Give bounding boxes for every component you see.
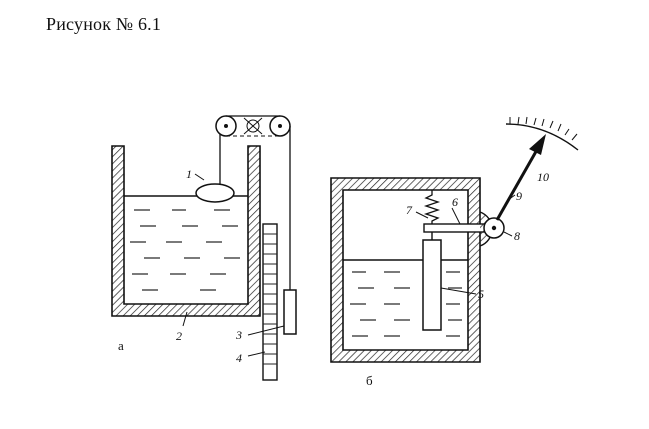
scale-a (262, 223, 278, 381)
liquid-b (350, 271, 462, 337)
indicator-arrow-head (529, 134, 546, 155)
leader-8 (503, 231, 513, 237)
leader-7 (415, 211, 429, 219)
indicator-arrow-shaft (495, 147, 540, 221)
label-arrow-b: 9 (516, 189, 522, 203)
label-scale-a: 4 (236, 351, 242, 365)
leader-3 (247, 325, 285, 336)
label-pivot-b: 8 (514, 229, 520, 243)
panel-b: 5 6 7 8 9 10 б (330, 116, 579, 388)
leader-9 (507, 194, 516, 201)
sublabel-b: б (366, 373, 373, 388)
label-pointer-a: 3 (235, 328, 242, 342)
panel-a: 1 2 3 4 а (111, 115, 297, 381)
spring-b (423, 190, 441, 226)
liquid-a (130, 209, 240, 291)
label-rod-b: 6 (452, 195, 458, 209)
figure-caption: Рисунок № 6.1 (46, 14, 162, 34)
pulley-frame (243, 117, 263, 135)
label-float-a: 1 (186, 167, 192, 181)
leader-1 (194, 173, 205, 181)
tank-a-walls (111, 145, 261, 317)
arc-scale-ticks (509, 116, 578, 141)
displacer-b (422, 239, 442, 331)
pulley-left-axle (224, 124, 228, 128)
label-float-b: 5 (478, 287, 484, 301)
leader-5 (440, 287, 477, 295)
sublabel-a: а (118, 338, 124, 353)
pulley-right-axle (278, 124, 282, 128)
tank-b-walls (330, 177, 481, 363)
float-a (195, 183, 235, 203)
counterweight-pointer (283, 289, 297, 335)
label-scale-b: 10 (537, 170, 549, 184)
scale-a-ticks (263, 233, 277, 365)
label-liquid-a: 2 (176, 329, 182, 343)
leader-4 (247, 351, 266, 357)
leader-2 (182, 311, 188, 327)
label-spring-b: 7 (406, 203, 413, 217)
leader-6 (451, 207, 461, 225)
arc-scale (505, 123, 579, 151)
pivot-axle (491, 225, 497, 231)
